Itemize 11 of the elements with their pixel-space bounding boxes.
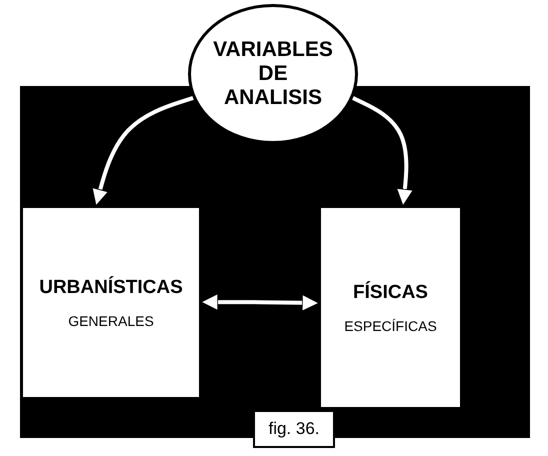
node-subtitle: ESPECÍFICAS xyxy=(344,318,437,334)
arrow xyxy=(199,292,321,313)
node-title: VARIABLES DE ANALISIS xyxy=(213,38,333,110)
node-subtitle: GENERALES xyxy=(68,312,154,328)
figure-number: fig. 36. xyxy=(253,410,335,448)
arrow xyxy=(90,96,194,208)
node-title: URBANÍSTICAS xyxy=(39,276,183,298)
process-box xyxy=(20,205,202,400)
node-title: FÍSICAS xyxy=(353,282,428,304)
process-box xyxy=(318,205,463,410)
arrow xyxy=(352,96,415,208)
